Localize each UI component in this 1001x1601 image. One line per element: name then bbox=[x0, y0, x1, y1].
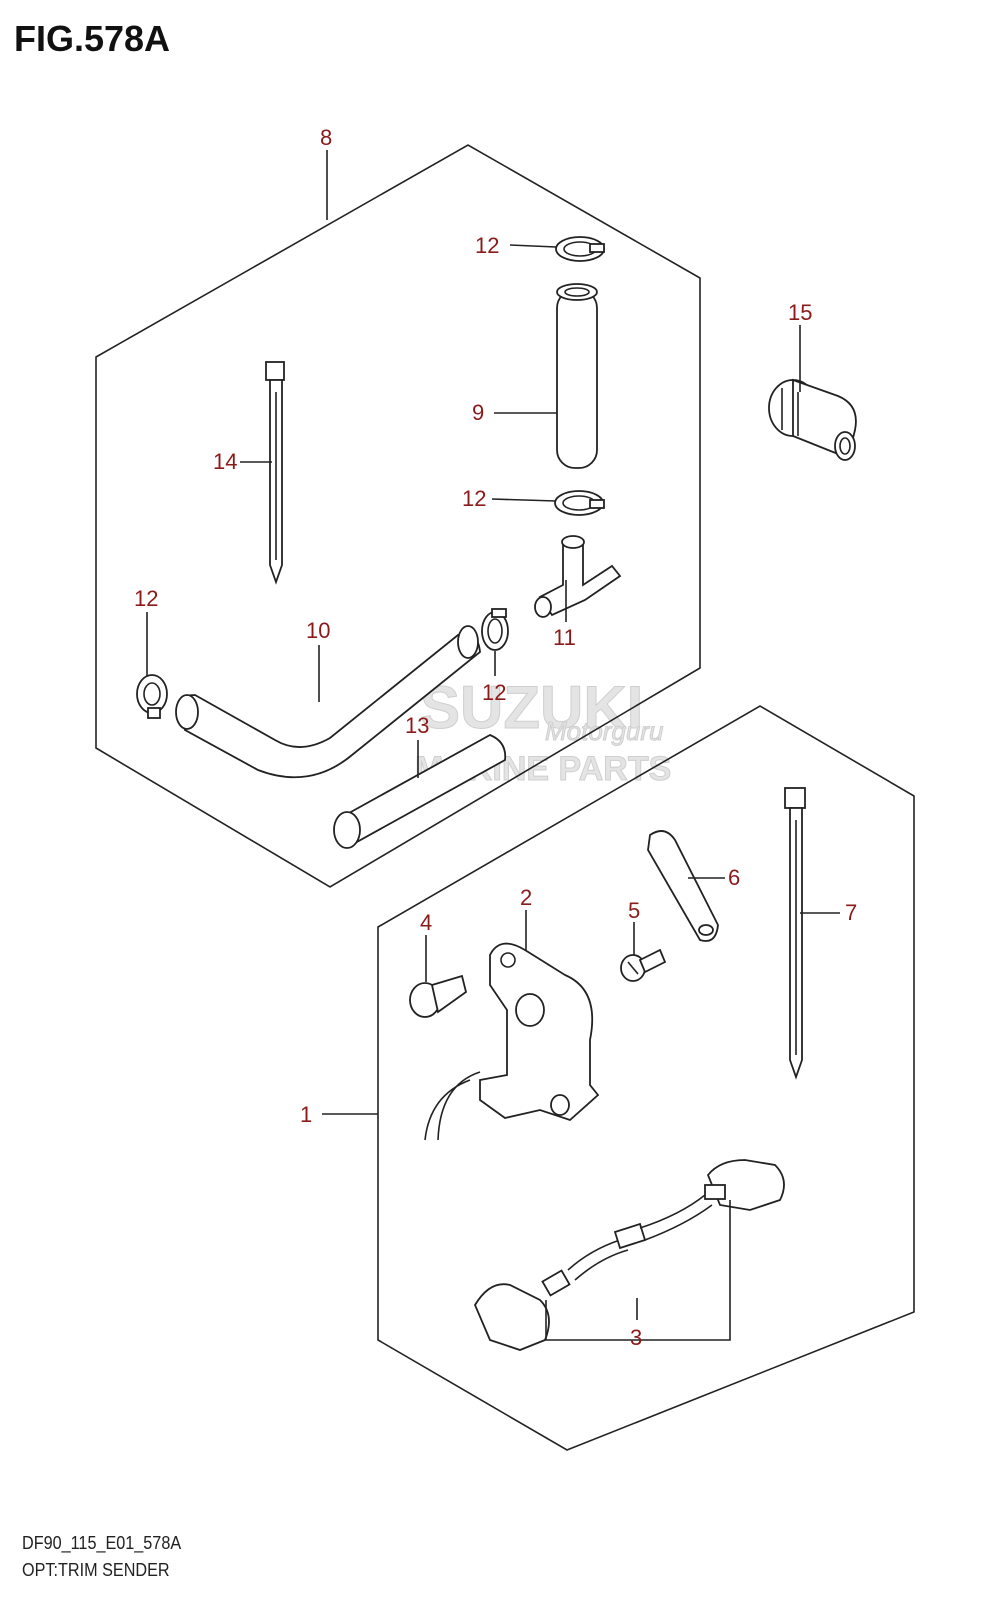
figure-title: FIG.578A bbox=[14, 18, 171, 59]
hose-bent bbox=[175, 625, 481, 779]
callout-12-middle: 12 bbox=[462, 486, 486, 511]
watermark-script: Motorguru bbox=[545, 716, 664, 746]
callout-7: 7 bbox=[845, 900, 857, 925]
callout-12-lower: 12 bbox=[482, 680, 506, 705]
cable-tie-small bbox=[265, 361, 285, 585]
trim-sender-unit bbox=[424, 942, 600, 1141]
callout-1: 1 bbox=[300, 1102, 312, 1127]
callout-5: 5 bbox=[628, 898, 640, 923]
hose-straight bbox=[333, 734, 507, 849]
kit-frame-upper bbox=[95, 144, 701, 888]
screw bbox=[620, 948, 667, 982]
hose-clamp-left bbox=[136, 674, 168, 719]
cable-tie-large bbox=[784, 787, 806, 1080]
callout-10: 10 bbox=[306, 618, 330, 643]
hose-clamp-lower bbox=[481, 608, 509, 651]
callout-9: 9 bbox=[472, 400, 484, 425]
wiring-harness bbox=[473, 1159, 785, 1351]
leader-lines bbox=[146, 150, 840, 1341]
callout-12-left: 12 bbox=[134, 586, 158, 611]
callout-13: 13 bbox=[405, 713, 429, 738]
grommet-plug bbox=[768, 378, 857, 461]
protective-sleeve bbox=[647, 830, 719, 942]
callout-14: 14 bbox=[213, 449, 237, 474]
callout-15: 15 bbox=[788, 300, 812, 325]
hose-clamp-middle bbox=[554, 490, 605, 516]
tee-fitting bbox=[534, 535, 622, 618]
callout-8: 8 bbox=[320, 125, 332, 150]
watermark-brand: SUZUKI bbox=[420, 674, 643, 741]
callout-labels: 8 12 15 9 14 12 12 10 11 12 13 6 2 4 5 7… bbox=[134, 125, 857, 1350]
callout-12-top: 12 bbox=[475, 233, 499, 258]
callout-4: 4 bbox=[420, 910, 432, 935]
hose-short bbox=[556, 283, 598, 469]
kit-frame-lower bbox=[377, 705, 915, 1451]
callout-11: 11 bbox=[553, 625, 576, 650]
callout-3: 3 bbox=[630, 1325, 642, 1350]
callout-2: 2 bbox=[520, 885, 532, 910]
hose-clamp-top bbox=[555, 236, 605, 262]
callout-6: 6 bbox=[728, 865, 740, 890]
figure-code: DF90_115_E01_578A bbox=[22, 1533, 182, 1553]
bolt bbox=[409, 974, 468, 1018]
figure-description: OPT:TRIM SENDER bbox=[22, 1560, 170, 1580]
